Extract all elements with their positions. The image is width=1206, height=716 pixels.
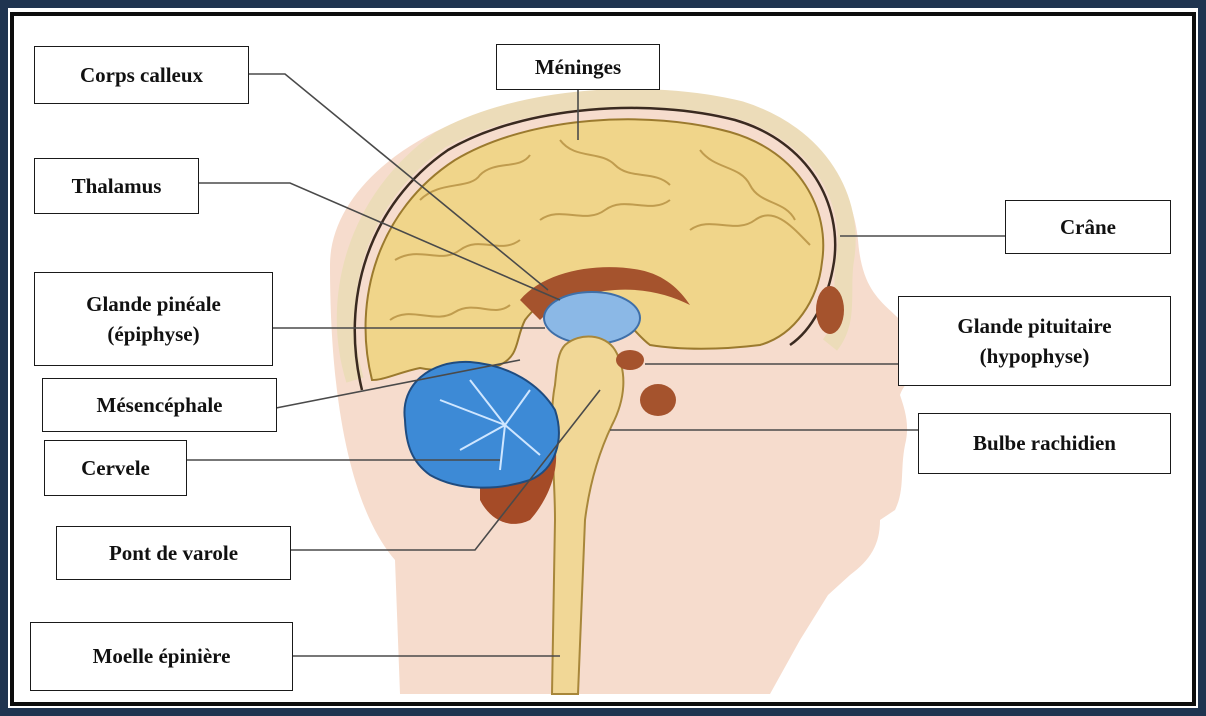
label-pont-de-varole-text: Pont de varole (109, 538, 238, 568)
label-glande-pineale: Glande pinéale (épiphyse) (34, 272, 273, 366)
label-glande-pituitaire: Glande pituitaire (hypophyse) (898, 296, 1171, 386)
sphenoid-sinus (640, 384, 676, 416)
label-mesencephale-text: Mésencéphale (97, 390, 223, 420)
label-glande-pineale-line2: (épiphyse) (107, 319, 199, 349)
pituitary-gland (616, 350, 644, 370)
label-cervele: Cervele (44, 440, 187, 496)
frontal-sinus (816, 286, 844, 334)
label-thalamus-text: Thalamus (72, 171, 162, 201)
label-meninges-text: Méninges (535, 52, 621, 82)
label-corps-calleux: Corps calleux (34, 46, 249, 104)
label-cervele-text: Cervele (81, 453, 150, 483)
label-crane: Crâne (1005, 200, 1171, 254)
label-bulbe-rachidien-text: Bulbe rachidien (973, 428, 1116, 458)
label-bulbe-rachidien: Bulbe rachidien (918, 413, 1171, 474)
label-mesencephale: Mésencéphale (42, 378, 277, 432)
label-glande-pineale-line1: Glande pinéale (86, 289, 221, 319)
label-pont-de-varole: Pont de varole (56, 526, 291, 580)
label-moelle-epiniere-text: Moelle épinière (93, 641, 231, 671)
label-thalamus: Thalamus (34, 158, 199, 214)
label-crane-text: Crâne (1060, 212, 1116, 242)
label-moelle-epiniere: Moelle épinière (30, 622, 293, 691)
label-corps-calleux-text: Corps calleux (80, 60, 203, 90)
label-glande-pituitaire-line1: Glande pituitaire (957, 311, 1111, 341)
label-glande-pituitaire-line2: (hypophyse) (980, 341, 1090, 371)
label-meninges: Méninges (496, 44, 660, 90)
